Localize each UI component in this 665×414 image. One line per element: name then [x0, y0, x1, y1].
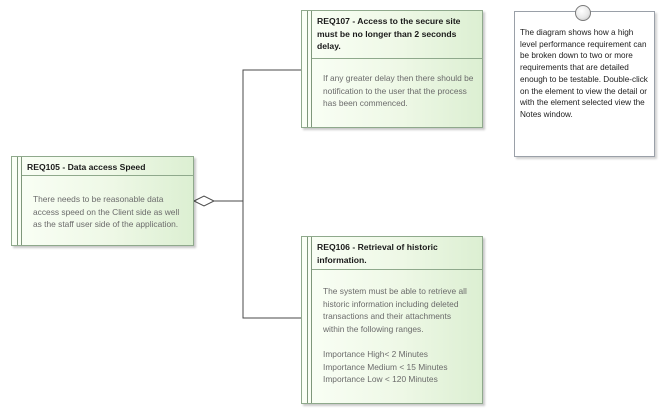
connector-to-req107[interactable]: [242, 69, 301, 201]
requirement-divider: [311, 269, 482, 270]
diagram-note[interactable]: The diagram shows how a high level perfo…: [514, 11, 655, 157]
requirement-title: REQ105 - Data access Speed: [27, 162, 146, 172]
requirement-body: The system must be able to retrieve all …: [323, 286, 467, 385]
requirement-divider: [311, 58, 482, 59]
requirement-req105[interactable]: REQ105 - Data access Speed There needs t…: [11, 156, 194, 246]
requirement-body: There needs to be reasonable data access…: [33, 194, 180, 230]
pin-icon: [575, 5, 591, 21]
note-text: The diagram shows how a high level perfo…: [520, 28, 648, 119]
requirement-title: REQ107 - Access to the secure site must …: [317, 16, 461, 51]
requirement-divider: [21, 175, 193, 176]
requirement-req107[interactable]: REQ107 - Access to the secure site must …: [301, 10, 483, 128]
connector-to-req106[interactable]: [242, 201, 301, 319]
requirement-req106[interactable]: REQ106 - Retrieval of historic informati…: [301, 236, 483, 404]
aggregation-diamond-icon: [192, 195, 216, 207]
requirement-title: REQ106 - Retrieval of historic informati…: [317, 242, 438, 265]
requirement-body: If any greater delay then there should b…: [323, 73, 474, 109]
